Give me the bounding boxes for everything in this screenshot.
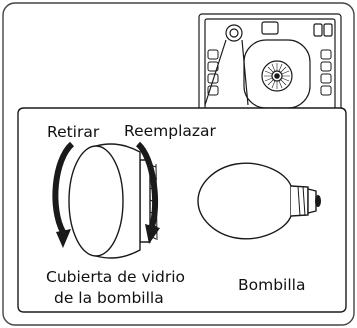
fan-icon — [261, 60, 293, 92]
replace-arrow-icon — [135, 141, 160, 244]
glass-cover — [68, 143, 158, 259]
side-vent-right — [320, 49, 332, 96]
light-fixture-small — [225, 24, 243, 42]
callout-pointer — [204, 39, 249, 106]
label-bulb: Bombilla — [238, 276, 305, 294]
label-remove: Retirar — [47, 123, 100, 141]
remove-arrow-icon — [52, 141, 75, 248]
label-replace: Reemplazar — [124, 122, 217, 140]
label-glass-cover-line1: Cubierta de vidrio — [46, 268, 185, 286]
light-bulb — [197, 162, 321, 240]
label-glass-cover-line2: de la bombilla — [54, 289, 164, 307]
appliance-interior — [198, 13, 342, 119]
